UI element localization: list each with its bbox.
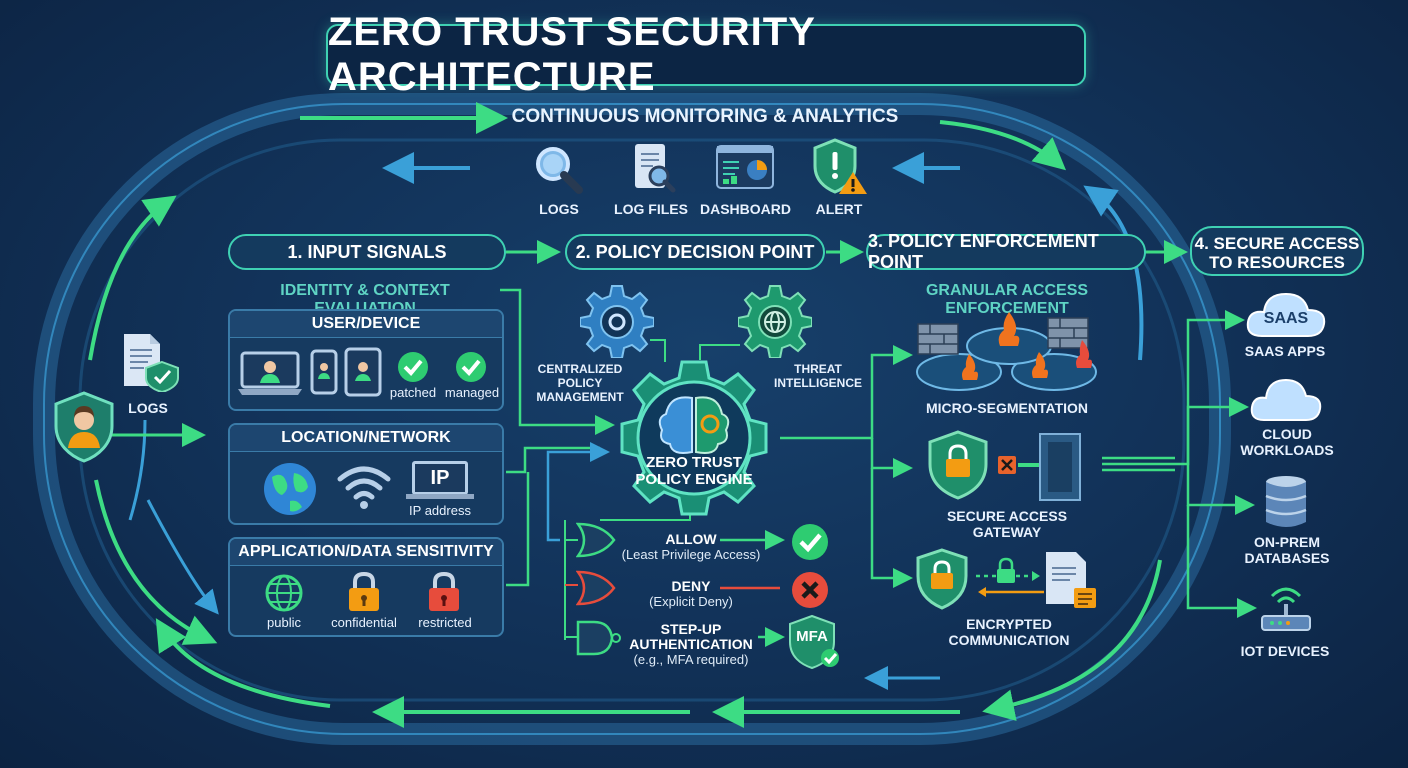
saas-cloud-icon	[1246, 292, 1326, 337]
centralized-policy-label: CENTRALIZED POLICY MANAGEMENT	[530, 362, 630, 404]
managed-label: managed	[444, 385, 500, 400]
monitor-alert-label: ALERT	[815, 201, 863, 217]
mfa-shield-icon	[789, 614, 839, 670]
on-prem-databases-label: ON-PREM DATABASES	[1232, 534, 1342, 566]
public-label: public	[267, 615, 301, 630]
deny-text: DENY (Explicit Deny)	[616, 578, 766, 609]
left-logs-label: LOGS	[128, 400, 168, 416]
cloud-workloads-label: CLOUD WORKLOADS	[1232, 426, 1342, 458]
step-input-signals: 1. INPUT SIGNALS	[228, 234, 506, 270]
deny-sub-label: (Explicit Deny)	[649, 594, 733, 609]
ip-address-icon: IP	[412, 461, 468, 495]
step-policy-decision-point: 2. POLICY DECISION POINT	[565, 234, 825, 270]
stepup-l2: AUTHENTICATION	[629, 636, 753, 652]
centralized-l3: MANAGEMENT	[536, 390, 624, 404]
confidential-lock-icon	[349, 571, 379, 611]
cloud-l1: CLOUD	[1262, 426, 1312, 442]
restricted-lock-icon	[429, 571, 459, 611]
on-prem-database-icon	[1265, 476, 1307, 527]
onprem-l2: DATABASES	[1244, 550, 1330, 566]
mfa-label: MFA	[796, 628, 828, 645]
wifi-icon	[337, 466, 391, 509]
enc-l2: COMMUNICATION	[948, 632, 1070, 648]
iot-router-icon	[1261, 587, 1311, 631]
restricted-label: restricted	[418, 615, 472, 630]
ip-address-label: IP address	[409, 503, 471, 518]
dashboard-icon	[716, 145, 774, 189]
saas-badge: SAAS	[1263, 310, 1309, 327]
stepup-gate-icon	[576, 620, 621, 656]
monitor-log-files: LOG FILES	[606, 142, 696, 217]
onprem-l1: ON-PREM	[1253, 534, 1321, 550]
panel-location-network-title: LOCATION/NETWORK	[230, 425, 502, 452]
step-policy-enforcement-point: 3. POLICY ENFORCEMENT POINT	[866, 231, 1146, 272]
deny-gate-icon	[576, 570, 616, 606]
policy-engine-gear-icon	[620, 360, 768, 516]
monitor-dashboard: DASHBOARD	[700, 142, 791, 217]
threat-l1: THREAT	[794, 362, 842, 376]
secure-access-gateway-label: SECURE ACCESS GATEWAY	[946, 508, 1068, 540]
monitor-dashboard-label: DASHBOARD	[700, 201, 791, 217]
threat-intelligence-label: THREAT INTELLIGENCE	[766, 362, 870, 390]
allow-gate-icon	[576, 522, 616, 558]
monitor-logs: LOGS	[514, 142, 604, 217]
threat-l2: INTELLIGENCE	[773, 376, 862, 390]
document-search-icon	[635, 144, 676, 193]
globe-icon	[264, 463, 316, 515]
user-devices-icon	[238, 347, 486, 397]
panel-app-data-title: APPLICATION/DATA SENSITIVITY	[230, 539, 502, 566]
monitoring-title: CONTINUOUS MONITORING & ANALYTICS	[511, 106, 899, 127]
centralized-l1: CENTRALIZED	[537, 362, 623, 376]
page-title: ZERO TRUST SECURITY ARCHITECTURE	[328, 10, 816, 99]
micro-segmentation-icon	[916, 312, 1097, 391]
panel-application-data-sensitivity: APPLICATION/DATA SENSITIVITY public conf…	[228, 537, 504, 637]
public-globe-icon	[265, 574, 303, 612]
engine-l2: POLICY ENGINE	[635, 471, 753, 488]
encrypted-communication-label: ENCRYPTED COMMUNICATION	[924, 616, 1094, 648]
step4-line2: TO RESOURCES	[1209, 253, 1345, 272]
engine-l1: ZERO TRUST	[646, 454, 742, 471]
cloud-workloads-icon	[1250, 378, 1322, 421]
centralized-l2: POLICY	[557, 376, 603, 390]
granular-access-heading: GRANULAR ACCESS ENFORCEMENT	[925, 282, 1089, 317]
panel-user-device: USER/DEVICE patched managed	[228, 309, 504, 411]
panel-location-network: LOCATION/NETWORK IP IP address	[228, 423, 504, 525]
patched-label: patched	[389, 385, 437, 400]
user-shield-icon	[54, 391, 114, 463]
iot-devices-label: IOT DEVICES	[1240, 643, 1330, 659]
deny-x-icon	[792, 572, 828, 608]
magnifier-icon	[536, 147, 583, 194]
stepup-text: STEP-UP AUTHENTICATION (e.g., MFA requir…	[618, 621, 764, 668]
monitor-logs-label: LOGS	[539, 201, 579, 217]
panel-user-device-title: USER/DEVICE	[230, 311, 502, 338]
stepup-l1: STEP-UP	[660, 621, 722, 637]
logs-document-shield-icon	[124, 334, 179, 392]
title-banner: ZERO TRUST SECURITY ARCHITECTURE	[326, 10, 1086, 99]
centralized-policy-gear-icon	[580, 285, 654, 358]
micro-segmentation-label: MICRO-SEGMENTATION	[925, 400, 1089, 416]
monitor-alert: ALERT	[794, 138, 884, 217]
confidential-label: confidential	[331, 615, 397, 630]
deny-label: DENY	[671, 578, 711, 594]
ip-laptop-base	[406, 494, 474, 499]
enc-l1: ENCRYPTED	[966, 616, 1052, 632]
shield-alert-icon	[813, 138, 867, 194]
allow-label: ALLOW	[665, 531, 717, 547]
policy-engine-label: ZERO TRUST POLICY ENGINE	[626, 454, 762, 488]
allow-check-icon	[792, 524, 828, 560]
saas-apps-label: SAAS APPS	[1244, 343, 1326, 359]
encrypted-communication-icon	[916, 548, 1096, 610]
step4-line1: 4. SECURE ACCESS	[1194, 234, 1360, 253]
allow-sub-label: (Least Privilege Access)	[621, 547, 761, 562]
secure-access-gateway-icon	[928, 430, 1081, 501]
cloud-l2: WORKLOADS	[1240, 442, 1334, 458]
allow-text: ALLOW (Least Privilege Access)	[616, 531, 766, 562]
step-secure-access: 4. SECURE ACCESS TO RESOURCES	[1190, 226, 1364, 276]
monitor-log-files-label: LOG FILES	[614, 201, 688, 217]
stepup-sub-label: (e.g., MFA required)	[633, 652, 749, 667]
threat-intelligence-gear-icon	[738, 285, 812, 358]
